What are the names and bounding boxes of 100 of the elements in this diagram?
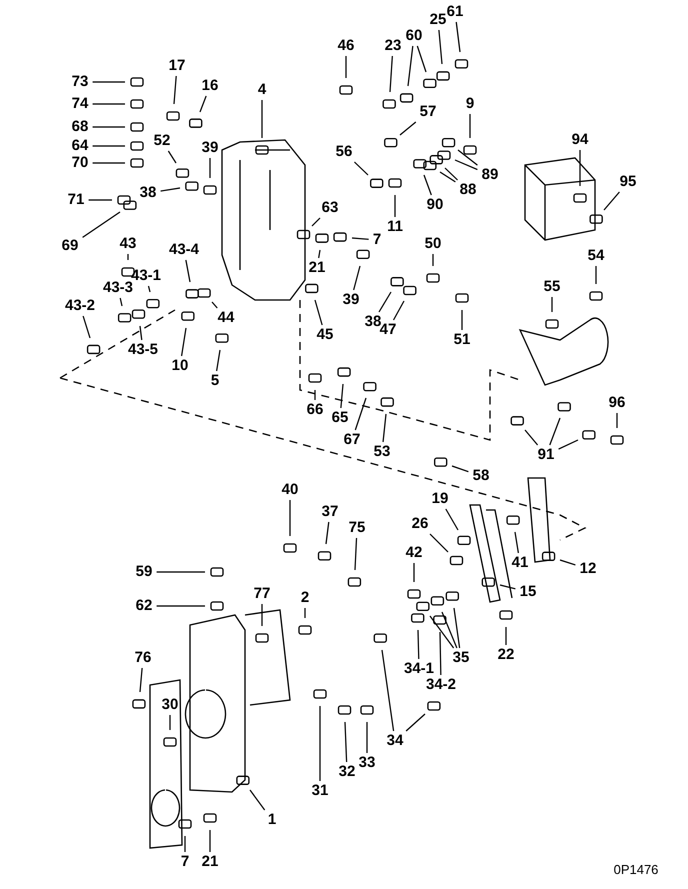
leader-line	[139, 326, 142, 340]
callout-number: 77	[254, 586, 270, 602]
callout-number: 32	[338, 764, 356, 780]
leader-line	[440, 172, 456, 182]
leader-line	[209, 830, 211, 852]
callout-number: 74	[72, 96, 88, 112]
leader-line	[394, 195, 396, 217]
callout-number: 46	[338, 38, 354, 54]
callout-number: 88	[460, 182, 476, 198]
leader-line	[469, 114, 471, 138]
leader-line	[445, 508, 459, 530]
leader-line	[318, 250, 321, 258]
callout-number: 39	[342, 292, 360, 308]
leader-line	[378, 292, 392, 312]
leader-line	[92, 103, 125, 105]
leader-line	[92, 126, 125, 128]
callout-number: 55	[544, 279, 560, 295]
callout-number: 43-2	[64, 298, 96, 314]
leader-line	[407, 46, 414, 86]
callout-number: 4	[258, 82, 266, 98]
leader-line	[156, 571, 205, 573]
callout-number: 39	[202, 140, 218, 156]
leader-line	[353, 266, 361, 290]
leader-line	[430, 534, 448, 552]
callout-number: 5	[210, 373, 220, 389]
callout-number: 56	[336, 144, 352, 160]
leader-line	[325, 522, 330, 544]
leader-line	[88, 199, 112, 201]
leader-line	[616, 413, 618, 428]
leader-line	[185, 260, 191, 282]
leader-line	[579, 150, 581, 186]
callout-number: 63	[322, 200, 338, 216]
callout-number: 43-1	[130, 268, 162, 284]
leader-line	[432, 254, 434, 266]
leader-line	[340, 384, 344, 408]
callout-number: 73	[72, 74, 88, 90]
leader-line	[430, 616, 454, 648]
callout-number: 68	[72, 119, 88, 135]
leader-line	[304, 608, 306, 618]
leader-line	[261, 604, 263, 626]
callout-number: 71	[68, 192, 84, 208]
leader-line	[92, 81, 125, 83]
leader-line	[148, 286, 151, 292]
leader-line	[156, 605, 205, 607]
leader-line	[423, 174, 432, 196]
callout-number: 34	[386, 733, 404, 749]
callout-number: 96	[608, 395, 626, 411]
callout-number: 51	[454, 332, 470, 348]
leader-line	[314, 300, 323, 326]
leader-line	[250, 790, 266, 810]
callout-number: 52	[154, 133, 170, 149]
callout-number: 11	[387, 219, 403, 235]
callout-number: 7	[372, 232, 382, 248]
callout-number: 37	[322, 504, 338, 520]
callout-number: 44	[218, 310, 234, 326]
leader-line	[456, 22, 461, 52]
leader-line	[354, 398, 367, 430]
leader-line	[452, 465, 469, 472]
callout-number: 75	[348, 520, 366, 536]
leader-line	[312, 218, 320, 226]
callout-number: 1	[268, 812, 276, 828]
leader-line	[406, 714, 426, 732]
callout-number: 57	[420, 104, 436, 120]
leader-line	[393, 300, 405, 320]
leader-line	[120, 298, 123, 306]
leader-line	[558, 439, 578, 450]
leader-line	[454, 159, 478, 170]
leader-line	[92, 145, 125, 147]
callout-number: 76	[134, 650, 152, 666]
leader-line	[500, 584, 516, 590]
callout-number: 64	[72, 138, 88, 154]
leader-line	[261, 100, 263, 138]
leader-line	[92, 162, 125, 164]
leader-line	[453, 608, 460, 648]
leader-line	[354, 162, 368, 176]
leader-line	[389, 56, 393, 92]
leader-line	[441, 612, 458, 648]
callout-number: 91	[538, 447, 554, 463]
callout-number: 12	[580, 561, 596, 577]
leader-line	[381, 650, 394, 732]
leader-line	[180, 328, 187, 356]
callout-number: 35	[452, 650, 470, 666]
leader-line	[382, 414, 387, 442]
leader-line	[354, 538, 358, 570]
leader-line	[439, 632, 442, 676]
callout-number: 41	[512, 555, 528, 571]
callout-number: 10	[172, 358, 188, 374]
callout-number: 34-2	[426, 677, 456, 693]
callout-number: 70	[72, 155, 88, 171]
callout-number: 50	[424, 236, 442, 252]
leader-line	[127, 254, 129, 260]
leader-line	[417, 630, 420, 660]
leader-line	[314, 390, 316, 400]
callout-number: 2	[300, 590, 310, 606]
callout-number: 67	[344, 432, 360, 448]
leader-line	[549, 418, 561, 446]
leader-line	[212, 302, 218, 308]
leader-line	[444, 168, 458, 180]
callout-number: 9	[466, 96, 474, 112]
callout-number: 59	[136, 564, 152, 580]
